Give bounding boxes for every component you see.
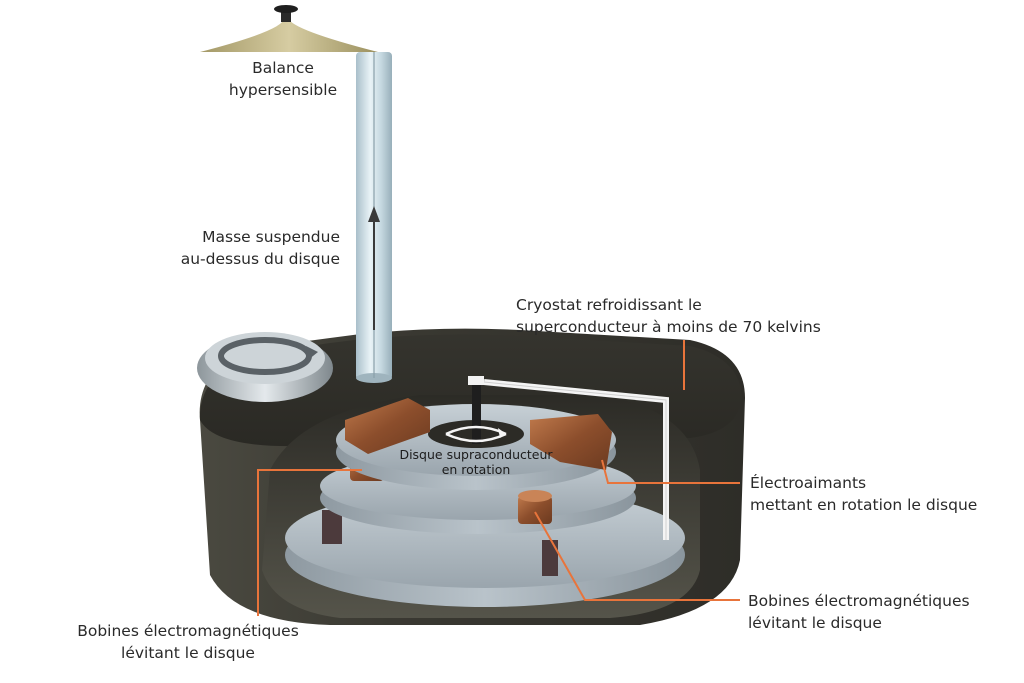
central-shaft <box>468 376 484 444</box>
label-electroaimants: Électroaimants mettant en rotation le di… <box>750 474 978 514</box>
leader-lines <box>257 340 740 616</box>
label-cryostat: Cryostat refroidissant le superconducteu… <box>516 296 821 336</box>
levitation-coil-right <box>518 490 552 524</box>
leader-bobines-right <box>534 511 740 601</box>
rotation-arrow-icon <box>445 425 507 443</box>
label-bobines-left: Bobines électromagnétiques lévitant le d… <box>77 622 299 662</box>
leader-bobines-left <box>257 469 362 616</box>
label-masse-suspendue: Masse suspendue au-dessus du disque <box>180 228 340 268</box>
label-bobines-right: Bobines électromagnétiques lévitant le d… <box>748 592 970 632</box>
rotating-dish <box>197 332 333 402</box>
cryostat-pipe <box>483 379 669 540</box>
electromagnet-left <box>345 398 430 454</box>
platter-supports <box>322 510 558 576</box>
balance-cone <box>200 5 378 52</box>
label-disque-supraconducteur: Disque supraconducteur en rotation <box>399 447 553 477</box>
leader-electroaimants <box>601 459 740 484</box>
electromagnet-right <box>530 414 612 470</box>
label-balance: Balance hypersensible <box>228 59 338 99</box>
up-arrow-icon <box>368 206 380 330</box>
